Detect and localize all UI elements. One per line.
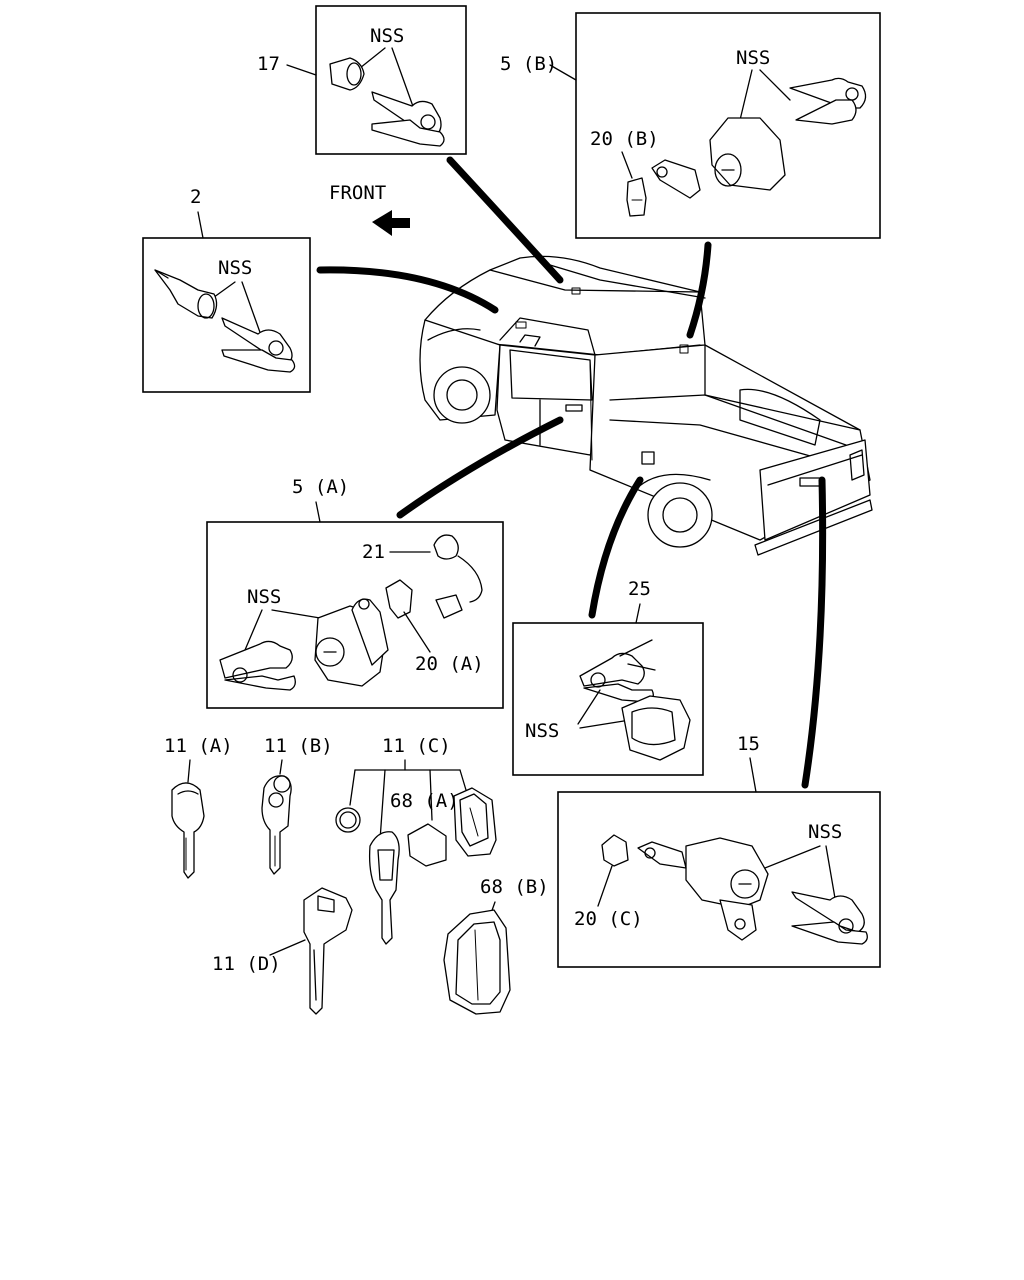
- callout-20c: 20 (C): [574, 908, 643, 930]
- callout-5a: 5 (A): [292, 476, 349, 498]
- nss-label-15: NSS: [808, 821, 842, 843]
- front-label: FRONT: [329, 182, 386, 204]
- callout-11c: 11 (C): [382, 735, 451, 757]
- callout-17: 17: [257, 53, 280, 75]
- box-25-fuel-lid-lock: 25 NSS: [512, 578, 704, 776]
- front-arrow-icon: [372, 210, 410, 236]
- box-17-cylinder: 17 NSS: [257, 5, 467, 155]
- nss-label-17: NSS: [370, 25, 404, 47]
- callout-5b: 5 (B): [500, 53, 557, 75]
- callout-20b: 20 (B): [590, 128, 659, 150]
- callout-25: 25: [628, 578, 651, 600]
- callout-15: 15: [737, 733, 760, 755]
- callout-11d: 11 (D): [212, 953, 281, 975]
- callout-68a: 68 (A): [390, 790, 459, 812]
- pickup-truck-illustration: [419, 255, 873, 556]
- nss-label-25: NSS: [525, 720, 559, 742]
- callout-11b: 11 (B): [264, 735, 333, 757]
- nss-label-5a: NSS: [247, 586, 281, 608]
- leader-lines-bold: [316, 156, 827, 789]
- box-5b-tailgate-lock: 5 (B) NSS 20 (B): [500, 12, 881, 239]
- box-2-ignition: 2 NSS: [142, 186, 311, 393]
- nss-label-5b: NSS: [736, 47, 770, 69]
- box-5a-door-lock: 5 (A) 21 NSS 20 (A): [206, 476, 504, 709]
- nss-label-2: NSS: [218, 257, 252, 279]
- callout-21: 21: [362, 541, 385, 563]
- callout-2: 2: [190, 186, 201, 208]
- box-15-rear-lock: 15 NSS 20 (C): [557, 733, 881, 968]
- callout-20a: 20 (A): [415, 653, 484, 675]
- callout-11a: 11 (A): [164, 735, 233, 757]
- callout-68b: 68 (B): [480, 876, 549, 898]
- keys-group: 11 (A) 11 (B) 11 (C) 68 (A) 11: [164, 735, 549, 1015]
- front-direction-indicator: FRONT: [329, 182, 410, 236]
